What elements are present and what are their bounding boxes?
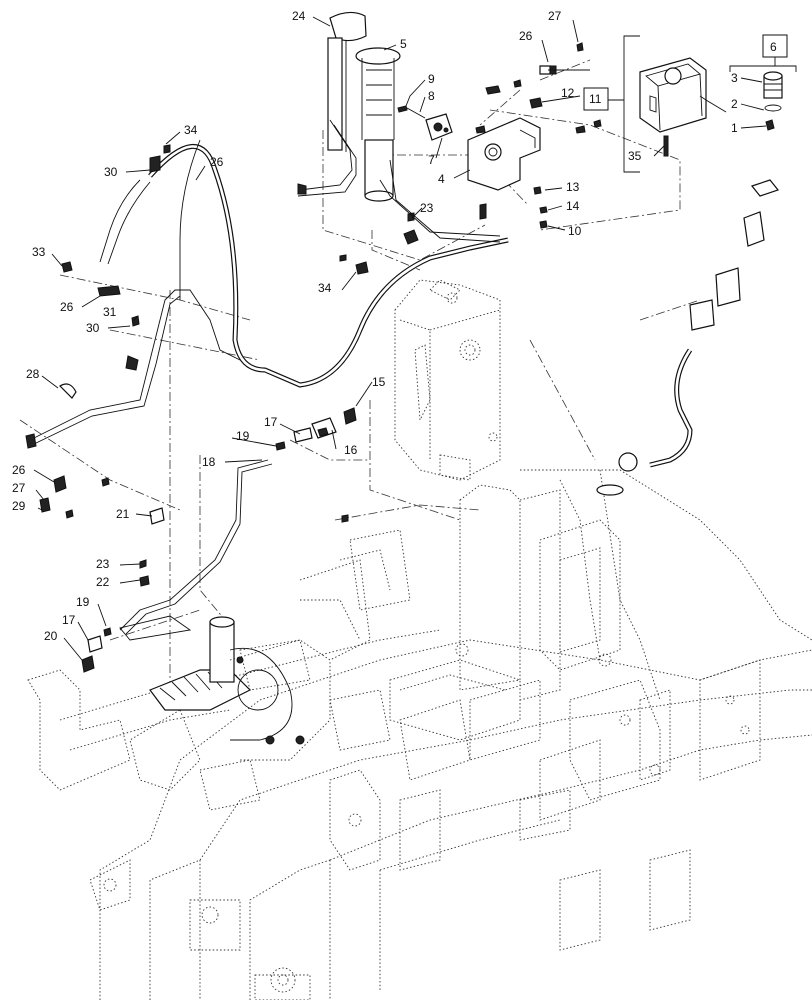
callout-19-mid: 19	[236, 429, 250, 443]
bracket-group-11	[608, 35, 640, 173]
callout-32: 33	[32, 245, 46, 259]
callout-30-top: 30	[104, 165, 118, 179]
callout-23-low: 23	[96, 557, 110, 571]
callout-18: 18	[202, 455, 216, 469]
fuel-level-sender	[297, 11, 367, 197]
callout-5: 5	[400, 37, 407, 51]
callout-24: 24	[292, 9, 306, 23]
upper-reservoir	[394, 279, 501, 481]
callout-box-11	[583, 87, 609, 111]
callout-33: 34	[184, 123, 198, 137]
callout-31: 31	[103, 305, 117, 319]
callout-7: 7	[428, 153, 435, 167]
callout-2: 2	[731, 97, 738, 111]
cap-assembly	[763, 71, 783, 131]
callout-9: 9	[428, 72, 435, 86]
water-separator-sensor	[425, 113, 453, 141]
callout-34-label: 34	[318, 281, 332, 295]
callout-17-low: 17	[62, 613, 76, 627]
callout-26-top: 26	[519, 29, 533, 43]
frame-tank	[389, 484, 621, 741]
air-intake-pipe	[149, 616, 331, 761]
callout-6: 6	[770, 40, 777, 54]
callout-13: 13	[566, 180, 580, 194]
small-fasteners	[339, 42, 602, 523]
callout-26-low: 26	[12, 463, 26, 477]
callout-20: 20	[44, 629, 58, 643]
callout-10: 10	[568, 224, 582, 238]
callout-12: 12	[561, 86, 575, 100]
callout-30-mid: 30	[86, 321, 100, 335]
callout-15: 15	[372, 375, 386, 389]
callout-27-low: 27	[12, 481, 26, 495]
callout-27-top: 27	[548, 9, 562, 23]
callout-26-mid-label: 26	[60, 300, 74, 314]
fuel-filter-element	[355, 47, 401, 202]
callout-17-mid: 17	[264, 415, 278, 429]
callout-21: 21	[116, 507, 130, 521]
callout-28: 28	[26, 367, 40, 381]
fuel-line-18	[119, 459, 273, 641]
callout-22: 22	[96, 575, 110, 589]
assembly-lines	[19, 59, 701, 700]
callout-23-top: 23	[420, 201, 434, 215]
callout-25: 26	[210, 155, 224, 169]
mounting-bracket	[467, 117, 541, 191]
callout-11: 11	[589, 92, 602, 106]
harness-25	[99, 139, 509, 388]
fill-neck-assembly	[596, 179, 780, 496]
fittings-cluster	[39, 144, 357, 673]
hose-28	[25, 289, 241, 449]
callout-4: 4	[438, 172, 445, 186]
left-bracket-assembly	[27, 529, 471, 811]
def-reservoir	[639, 57, 707, 157]
callout-14: 14	[566, 199, 580, 213]
callout-16: 16	[344, 443, 358, 457]
bracket-group-6	[729, 57, 797, 72]
callout-3: 3	[731, 71, 738, 85]
leader-lines	[33, 16, 767, 661]
callout-19-low: 19	[76, 595, 90, 609]
callout-numbers: 24 5 27 26 9 8 12 11 7 4 13 14 10 35 6 3…	[12, 9, 777, 643]
callout-29: 29	[12, 499, 26, 513]
chassis-frame	[89, 469, 812, 1000]
callout-8: 8	[428, 89, 435, 103]
callout-1: 1	[731, 121, 738, 135]
callout-35: 35	[628, 149, 642, 163]
